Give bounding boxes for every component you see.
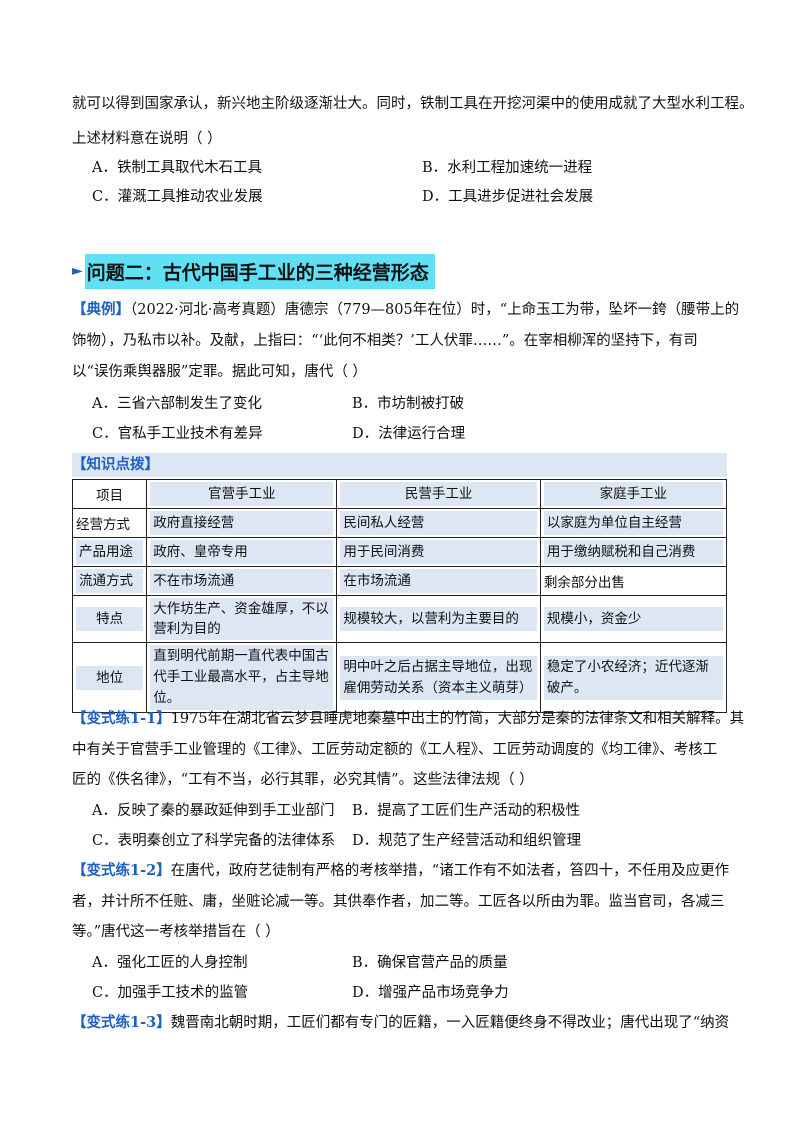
example-line-1: 【典例】（2022·河北·高考真题）唐德宗（779—805年在位）时，“上命玉工… bbox=[72, 296, 739, 324]
table-cell: 地位 bbox=[71, 642, 148, 713]
section-heading: ► 问题二：古代中国手工业的三种经营形态 bbox=[72, 253, 435, 289]
table-cell: 特点 bbox=[71, 595, 148, 643]
table-header: 官营手工业 bbox=[146, 479, 338, 509]
ex1-option-c: C．表明秦创立了科学完备的法律体系 bbox=[92, 833, 336, 849]
ex3-tag: 【变式练1-3】 bbox=[72, 1014, 171, 1031]
table-cell: 以家庭为单位自主经营 bbox=[539, 508, 728, 538]
table-cell: 直到明代前期一直代表中国古代手工业最高水平，占主导地位。 bbox=[146, 642, 338, 713]
cell-text: 用于民间消费 bbox=[340, 540, 537, 564]
example-option-b: B．市坊制被打破 bbox=[352, 396, 465, 412]
ex2-line-2: 者，并计所不任赃、庸，坐赃论减一等。其供奉作者，加二等。工匠各以所由为罪。监当官… bbox=[72, 894, 725, 910]
intro-option-d: D．工具进步促进社会发展 bbox=[422, 189, 594, 205]
ex2-option-a: A．强化工匠的人身控制 bbox=[92, 955, 248, 971]
ex1-tag: 【变式练1-1】 bbox=[72, 710, 171, 727]
ex2-option-d: D．增强产品市场竞争力 bbox=[352, 985, 509, 1001]
cell-text: 以家庭为单位自主经营 bbox=[543, 511, 723, 535]
ex3-line-1: 【变式练1-3】魏晋南北朝时期，工匠们都有专门的匠籍，一入匠籍便终身不得改业；唐… bbox=[72, 1009, 732, 1037]
ex1-line-2: 中有关于官营手工业管理的《工律》、工匠劳动定额的《工人程》、工匠劳动调度的《均工… bbox=[72, 742, 718, 758]
example-tag: 【典例】 bbox=[72, 301, 130, 318]
cell-text: 大作坊生产、资金雄厚，不以营利为目的 bbox=[150, 598, 334, 640]
cell-text: 明中叶之后占据主导地位，出现雇佣劳动关系（资本主义萌芽） bbox=[340, 655, 537, 700]
table-header-row: 项目 官营手工业 民营手工业 家庭手工业 bbox=[71, 479, 728, 509]
table-cell: 民间私人经营 bbox=[336, 508, 541, 538]
header-label: 官营手工业 bbox=[150, 482, 334, 506]
ex2-tag: 【变式练1-2】 bbox=[72, 862, 171, 879]
example-option-d: D．法律运行合理 bbox=[352, 426, 466, 442]
cell-text: 不在市场流通 bbox=[150, 569, 334, 593]
cell-text: 政府直接经营 bbox=[150, 511, 334, 535]
table-header: 项目 bbox=[71, 479, 148, 509]
header-label: 家庭手工业 bbox=[543, 482, 723, 506]
cell-text: 稳定了小农经济；近代逐渐破产。 bbox=[543, 655, 723, 700]
intro-option-c: C．灌溉工具推动农业发展 bbox=[92, 189, 263, 205]
table-cell: 经营方式 bbox=[71, 508, 148, 538]
example-line-3: 以“误伤乘舆器服”定罪。据此可知，唐代（ ） bbox=[72, 364, 367, 380]
example-line-2: 饰物），乃私市以补。及献，上指曰：“‘此何不相类？’工人伏罪……”。在宰相柳浑的… bbox=[72, 333, 698, 349]
table-row: 产品用途 政府、皇帝专用 用于民间消费 用于缴纳赋税和自己消费 bbox=[71, 537, 728, 567]
intro-line-1: 就可以得到国家承认，新兴地主阶级逐渐壮大。同时，铁制工具在开挖河渠中的使用成就了… bbox=[72, 96, 754, 112]
knowledge-table: 项目 官营手工业 民营手工业 家庭手工业 经营方式 政府直接经营 民间私人经营 … bbox=[71, 479, 728, 713]
table-header: 民营手工业 bbox=[336, 479, 541, 509]
table-cell: 政府直接经营 bbox=[146, 508, 338, 538]
cell-text: 特点 bbox=[76, 607, 144, 631]
ex1-option-d: D．规范了生产经营活动和组织管理 bbox=[352, 833, 582, 849]
table-cell: 用于缴纳赋税和自己消费 bbox=[539, 537, 728, 567]
ex1-line-1: 【变式练1-1】1975年在湖北省云梦县睡虎地秦墓中出土的竹简，大部分是秦的法律… bbox=[72, 705, 744, 733]
ex1-option-a: A．反映了秦的暴政延伸到手工业部门 bbox=[92, 803, 335, 819]
section-title: 问题二：古代中国手工业的三种经营形态 bbox=[84, 253, 435, 289]
table-cell: 流通方式 bbox=[71, 566, 148, 596]
ex1-text-1: 1975年在湖北省云梦县睡虎地秦墓中出土的竹简，大部分是秦的法律条文和相关解释。… bbox=[170, 711, 745, 727]
ex2-line-3: 等。”唐代这一考核举措旨在（ ） bbox=[72, 924, 280, 940]
table-cell: 产品用途 bbox=[71, 537, 148, 567]
triangle-bullet-icon: ► bbox=[72, 263, 83, 279]
cell-text: 用于缴纳赋税和自己消费 bbox=[543, 540, 723, 564]
cell-text: 流通方式 bbox=[76, 569, 144, 593]
cell-text: 直到明代前期一直代表中国古代手工业最高水平，占主导地位。 bbox=[150, 645, 334, 710]
ex2-option-b: B．确保官营产品的质量 bbox=[352, 955, 508, 971]
table-cell: 不在市场流通 bbox=[146, 566, 338, 596]
table-cell: 规模小，资金少 bbox=[539, 595, 728, 643]
knowledge-bar: 【知识点拨】 bbox=[72, 453, 727, 477]
ex2-line-1: 【变式练1-2】在唐代，政府艺徒制有严格的考核举措，“诸工作有不如法者，笞四十，… bbox=[72, 857, 732, 885]
ex2-text-1: 在唐代，政府艺徒制有严格的考核举措，“诸工作有不如法者，笞四十，不任用及应更作 bbox=[170, 863, 730, 879]
table-row: 特点 大作坊生产、资金雄厚，不以营利为目的 规模较大，以营利为主要目的 规模小，… bbox=[71, 595, 728, 643]
table-row: 流通方式 不在市场流通 在市场流通 剩余部分出售 bbox=[71, 566, 728, 596]
cell-text: 民间私人经营 bbox=[340, 511, 537, 535]
cell-text: 在市场流通 bbox=[340, 569, 537, 593]
table-cell: 大作坊生产、资金雄厚，不以营利为目的 bbox=[146, 595, 338, 643]
table-cell: 用于民间消费 bbox=[336, 537, 541, 567]
example-text-1: （2022·河北·高考真题）唐德宗（779—805年在位）时，“上命玉工为带，坠… bbox=[130, 302, 740, 318]
ex1-option-b: B．提高了工匠们生产活动的积极性 bbox=[352, 803, 581, 819]
cell-text: 地位 bbox=[76, 665, 144, 690]
cell-text: 政府、皇帝专用 bbox=[150, 540, 334, 564]
table-cell: 规模较大，以营利为主要目的 bbox=[336, 595, 541, 643]
cell-text: 产品用途 bbox=[76, 540, 144, 564]
ex2-option-c: C．加强手工技术的监管 bbox=[92, 985, 249, 1001]
ex1-line-3: 匠的《佚名律》，“工有不当，必行其罪，必究其情”。这些法律法规（ ） bbox=[72, 772, 534, 788]
table-cell: 明中叶之后占据主导地位，出现雇佣劳动关系（资本主义萌芽） bbox=[336, 642, 541, 713]
table-cell: 政府、皇帝专用 bbox=[146, 537, 338, 567]
cell-text: 规模小，资金少 bbox=[543, 607, 723, 631]
table-cell: 在市场流通 bbox=[336, 566, 541, 596]
intro-question: 上述材料意在说明（ ） bbox=[72, 131, 222, 147]
table-cell: 稳定了小农经济；近代逐渐破产。 bbox=[539, 642, 728, 713]
table-row: 经营方式 政府直接经营 民间私人经营 以家庭为单位自主经营 bbox=[71, 508, 728, 538]
intro-option-a: A．铁制工具取代木石工具 bbox=[92, 160, 262, 176]
header-label: 民营手工业 bbox=[340, 482, 537, 506]
intro-option-b: B．水利工程加速统一进程 bbox=[422, 160, 593, 176]
cell-text: 规模较大，以营利为主要目的 bbox=[340, 607, 537, 631]
example-option-c: C．官私手工业技术有差异 bbox=[92, 426, 263, 442]
table-header: 家庭手工业 bbox=[539, 479, 728, 509]
knowledge-tag: 【知识点拨】 bbox=[72, 456, 159, 473]
table-row: 地位 直到明代前期一直代表中国古代手工业最高水平，占主导地位。 明中叶之后占据主… bbox=[71, 642, 728, 713]
example-option-a: A．三省六部制发生了变化 bbox=[92, 396, 262, 412]
table-cell: 剩余部分出售 bbox=[539, 566, 728, 596]
ex3-text-1: 魏晋南北朝时期，工匠们都有专门的匠籍，一入匠籍便终身不得改业；唐代出现了“纳资 bbox=[170, 1015, 730, 1031]
